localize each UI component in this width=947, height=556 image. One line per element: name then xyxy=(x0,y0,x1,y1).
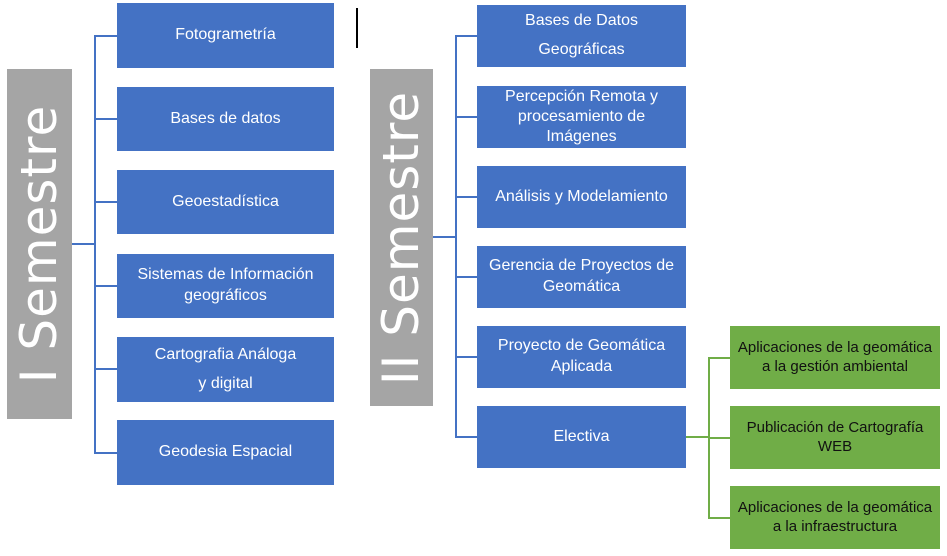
connector xyxy=(455,116,477,118)
connector xyxy=(708,517,730,519)
course-bases-de-datos: Bases de datos xyxy=(117,87,334,151)
semester-1-label: I Semestre xyxy=(7,69,72,419)
course-geoestadistica: Geoestadística xyxy=(117,170,334,234)
course-proyecto-geomatica: Proyecto de Geomática Aplicada xyxy=(477,326,686,388)
text-cursor xyxy=(356,8,358,48)
course-analisis-modelamiento: Análisis y Modelamiento xyxy=(477,166,686,228)
elective-infraestructura: Aplicaciones de la geomática a la infrae… xyxy=(730,486,940,549)
connector xyxy=(686,436,709,438)
connector xyxy=(455,35,457,438)
elective-cartografia-web: Publicación de Cartografía WEB xyxy=(730,406,940,469)
connector xyxy=(708,437,730,439)
connector xyxy=(455,196,477,198)
connector xyxy=(94,285,117,287)
course-electiva: Electiva xyxy=(477,406,686,468)
connector xyxy=(455,276,477,278)
connector xyxy=(94,35,117,37)
semester-2-label: II Semestre xyxy=(370,69,433,406)
connector xyxy=(94,118,117,120)
connector xyxy=(94,201,117,203)
connector xyxy=(94,368,117,370)
connector xyxy=(708,357,730,359)
course-sistemas-informacion: Sistemas de Información geográficos xyxy=(117,254,334,318)
connector xyxy=(94,35,96,453)
course-fotogrametria: Fotogrametría xyxy=(117,3,334,68)
connector xyxy=(455,436,477,438)
course-geodesia: Geodesia Espacial xyxy=(117,420,334,485)
connector xyxy=(72,243,95,245)
connector xyxy=(455,356,477,358)
course-gerencia-proyectos: Gerencia de Proyectos de Geomática xyxy=(477,246,686,308)
connector xyxy=(455,35,477,37)
course-percepcion-remota: Percepción Remota y procesamiento de Imá… xyxy=(477,86,686,148)
connector xyxy=(94,452,117,454)
connector xyxy=(433,236,456,238)
elective-gestion-ambiental: Aplicaciones de la geomática a la gestió… xyxy=(730,326,940,389)
